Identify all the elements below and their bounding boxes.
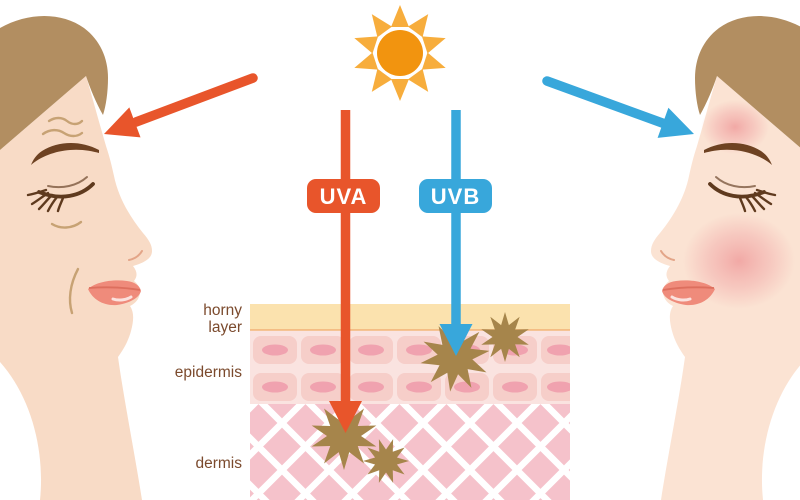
epidermis-label: epidermis bbox=[175, 364, 242, 381]
skin-cross-section: horny layer epidermis dermis bbox=[175, 302, 570, 500]
horny-layer-label-line1: horny bbox=[203, 302, 242, 319]
nasolabial-wrinkle bbox=[68, 267, 80, 315]
uvb-vertical-arrow bbox=[439, 110, 473, 356]
uva-badge-label: UVA bbox=[320, 184, 368, 209]
uva-diagonal-arrow bbox=[104, 73, 258, 138]
uvb-diagonal-arrow bbox=[542, 76, 694, 138]
uva-badge: UVA bbox=[307, 179, 380, 213]
dermis-label: dermis bbox=[195, 455, 242, 472]
forehead-sunburn-patch bbox=[701, 100, 769, 154]
sun-icon bbox=[351, 5, 449, 101]
uvb-badge-label: UVB bbox=[431, 184, 480, 209]
horny-layer-label-line2: layer bbox=[208, 319, 242, 336]
forehead-wrinkle bbox=[41, 128, 84, 138]
horny-layer-edge bbox=[250, 329, 570, 331]
horny-layer-band bbox=[250, 304, 570, 330]
uva-vertical-arrow bbox=[329, 110, 362, 433]
layer-labels: horny layer epidermis dermis bbox=[175, 302, 242, 472]
wrinkles bbox=[41, 116, 84, 315]
dermis-lattice bbox=[250, 404, 570, 500]
under-eye-wrinkle bbox=[50, 220, 83, 229]
uvb-badge: UVB bbox=[419, 179, 492, 213]
cheek-sunburn-patch bbox=[683, 213, 795, 309]
forehead-wrinkle bbox=[47, 116, 84, 126]
sunburned-face-right bbox=[651, 16, 800, 500]
sun-core bbox=[377, 30, 423, 76]
aged-face-left bbox=[0, 16, 152, 500]
